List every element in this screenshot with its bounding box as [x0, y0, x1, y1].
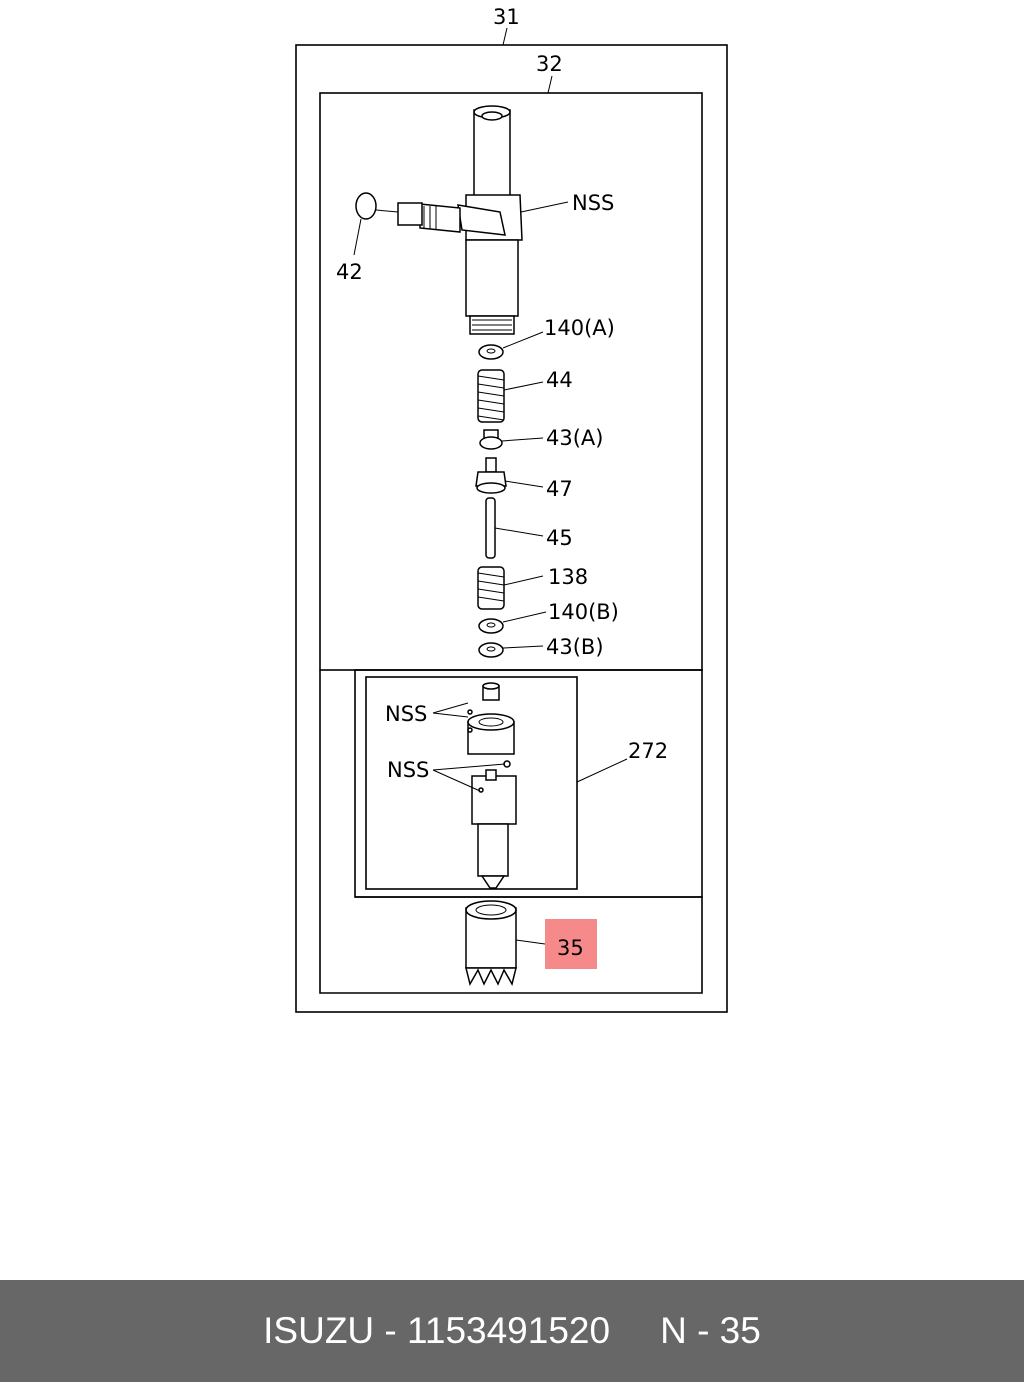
o-ring-42 — [355, 192, 377, 220]
callout-44: 44 — [546, 368, 573, 392]
callout-138: 138 — [548, 565, 588, 589]
footer-part-number: ISUZU - 1153491520 — [263, 1310, 611, 1351]
callout-32: 32 — [536, 52, 563, 76]
callout-47: 47 — [546, 477, 573, 501]
frame-31 — [295, 44, 728, 1013]
washer-140b — [478, 618, 504, 634]
callout-45: 45 — [546, 526, 573, 550]
washer-43b — [478, 642, 504, 658]
callout-43a: 43(A) — [546, 426, 603, 450]
spring-44 — [477, 369, 505, 423]
callout-272: 272 — [628, 739, 668, 763]
spring-seat-43a — [479, 429, 503, 450]
valve-47 — [475, 457, 507, 494]
frame-272-inner — [365, 676, 578, 890]
parts-diagram: 31 32 NSS 42 140(A) 44 43(A) 47 45 138 1… — [295, 5, 728, 1013]
callout-140b: 140(B) — [548, 600, 619, 624]
injector-holder — [397, 105, 523, 335]
retaining-nut-35 — [465, 900, 517, 986]
callout-nss-mid1: NSS — [385, 702, 427, 726]
highlight-35 — [545, 919, 597, 969]
callout-43b: 43(B) — [546, 635, 604, 659]
callout-nss-top: NSS — [572, 191, 614, 215]
callout-140a: 140(A) — [544, 316, 615, 340]
callout-31: 31 — [493, 5, 520, 29]
callout-42: 42 — [336, 260, 363, 284]
callout-35: 35 — [557, 936, 584, 960]
frame-272-outer — [354, 669, 703, 898]
nozzle-set-272 — [467, 682, 517, 889]
spring-138 — [477, 566, 505, 610]
washer-140a — [478, 344, 504, 360]
callout-nss-mid2: NSS — [387, 758, 429, 782]
footer-bar: ISUZU - 1153491520 N - 35 — [0, 1280, 1024, 1382]
footer-reference: N - 35 — [660, 1310, 761, 1351]
push-rod-45 — [485, 497, 496, 559]
